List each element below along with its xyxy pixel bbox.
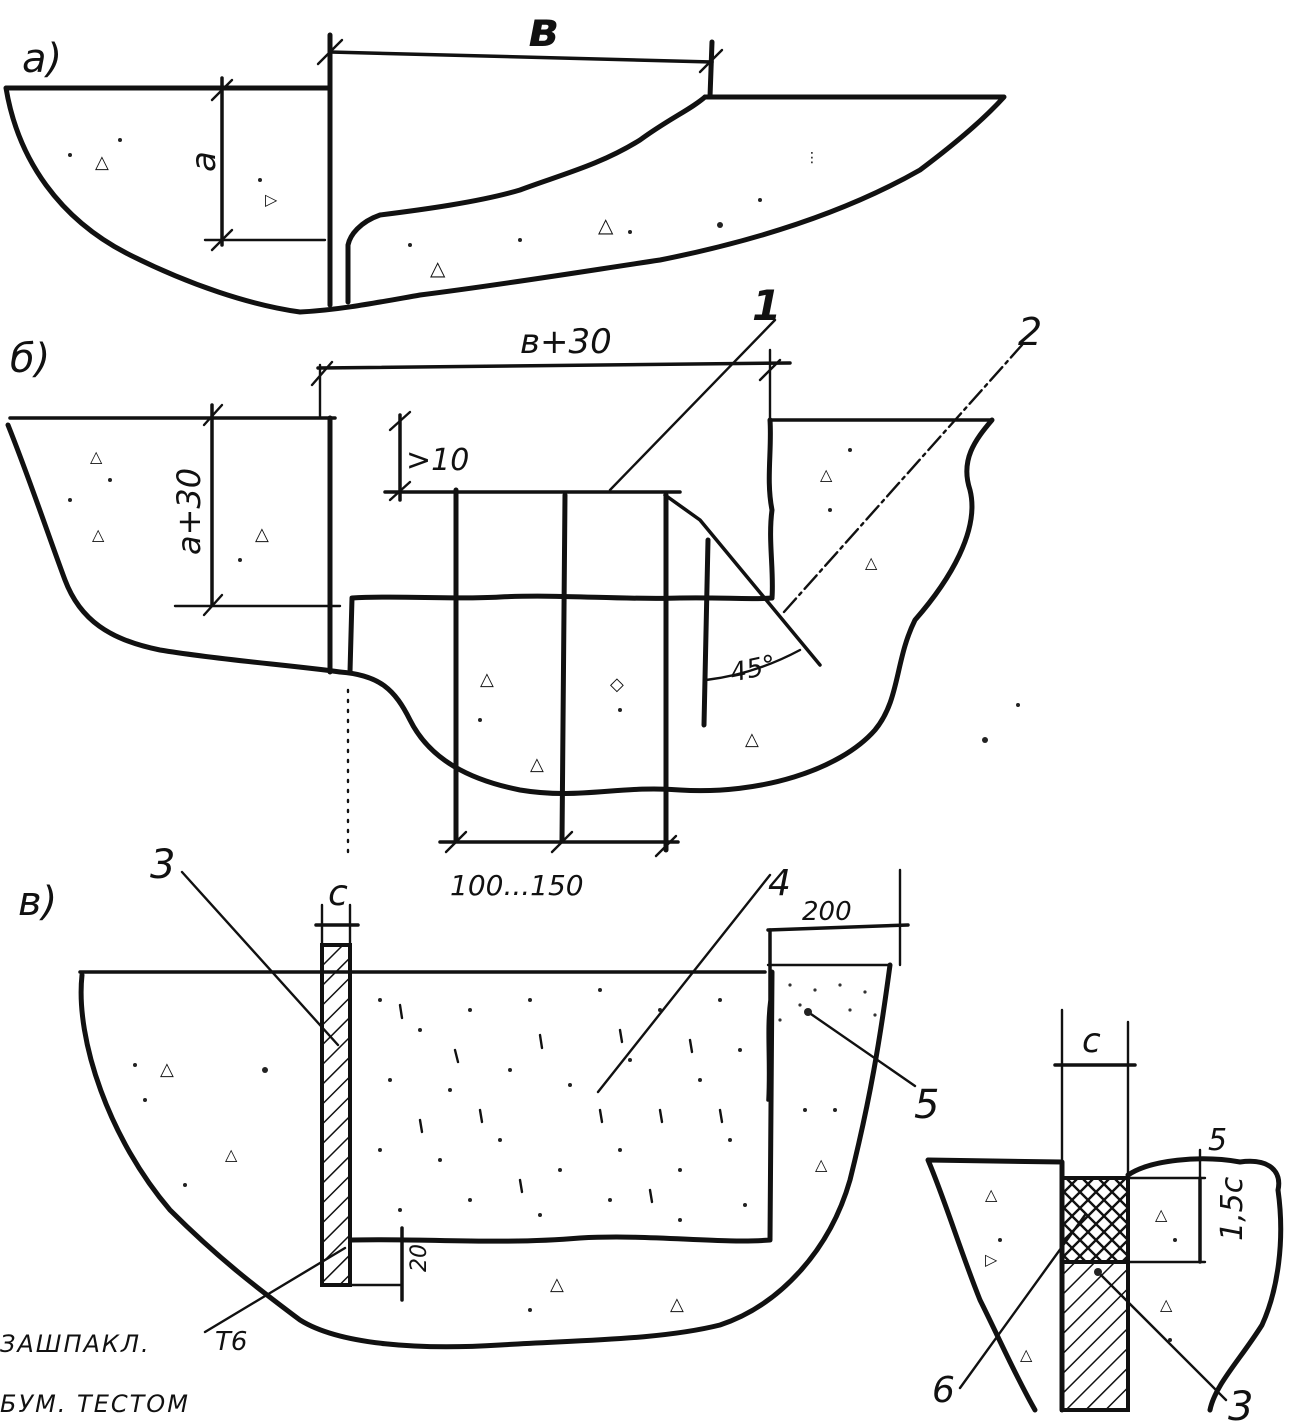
note-code: Т6 [215, 1327, 247, 1357]
dim-b: в [316, 2, 724, 100]
panel-c-aggregate: △ △ △ △ △ [133, 1059, 837, 1315]
dim-200-text: 200 [802, 897, 852, 927]
dim-c-text: c [328, 873, 348, 914]
detail-dim-15c-text: 1,5c [1215, 1176, 1250, 1241]
detail-sealant [1060, 1176, 1130, 1264]
detail-formwork [1060, 1260, 1130, 1412]
callout-4-text: 4 [768, 863, 791, 904]
panel-c: в) [18, 842, 939, 1350]
callout-3b: 3 [1094, 1268, 1253, 1424]
detail-dim-c-text: c [1082, 1021, 1101, 1061]
angle-45: 45° [704, 648, 802, 689]
panel-b-label: б) [10, 336, 50, 382]
panel-a-label: а) [22, 36, 62, 82]
svg-text:△: △ [745, 729, 759, 750]
svg-text:△: △ [160, 1059, 174, 1080]
callout-2-text: 2 [1018, 310, 1042, 354]
panel-c-body [78, 962, 893, 1350]
notes: ЗАШПАКЛ. Т6 БУМ. ТЕСТОМ [0, 1327, 247, 1418]
dim-200: 200 [766, 868, 910, 967]
svg-text:△: △ [430, 256, 446, 280]
svg-text:△: △ [820, 465, 833, 484]
panel-b-aggregate: △ △ △ △ ◇ △ △ △ △ [68, 447, 1020, 775]
note-line2: БУМ. ТЕСТОМ [0, 1390, 190, 1418]
callout-6: 6 [932, 1213, 1087, 1411]
panel-a-cavity [327, 85, 708, 308]
panel-b: б) в+30 [5, 281, 1042, 902]
svg-text:⋮: ⋮ [805, 150, 819, 166]
svg-text:△: △ [530, 754, 544, 775]
note-line1: ЗАШПАКЛ. [0, 1330, 151, 1358]
svg-text:△: △ [90, 447, 103, 466]
dim-a30-text: a+30 [170, 468, 208, 555]
panel-a: а) в a △ ▷ △ △ ⋮ [3, 2, 1007, 315]
dim-a: a [184, 76, 327, 252]
dim-spacing-text: 100...150 [450, 869, 584, 902]
svg-text:△: △ [598, 213, 614, 237]
detail-dim-c: c [1053, 1008, 1137, 1177]
detail-dim-5: 5 [1198, 1123, 1227, 1182]
callout-6-text: 6 [932, 1370, 955, 1411]
dim-b30: в+30 [310, 322, 792, 420]
svg-text:△: △ [480, 669, 494, 690]
callout-3a-text: 3 [150, 842, 175, 888]
rebars [453, 487, 711, 853]
svg-text:△: △ [92, 525, 105, 544]
callout-1: 1 [608, 281, 781, 492]
dim-20-text: 20 [407, 1244, 432, 1272]
svg-text:▷: ▷ [985, 1250, 998, 1269]
dim-20: 20 [348, 1226, 432, 1302]
callout-3a: 3 [150, 842, 340, 1047]
svg-text:△: △ [1155, 1205, 1168, 1224]
callout-4: 4 [596, 863, 791, 1094]
callout-2: 2 [782, 310, 1042, 614]
svg-text:△: △ [95, 152, 109, 173]
detail: c 5 1,5c 6 3 △ ▷ △ △ △ [925, 1008, 1284, 1424]
dim-b30-text: в+30 [520, 322, 612, 362]
detail-dim-5-text: 5 [1208, 1123, 1227, 1158]
dim-b-text: в [528, 2, 558, 58]
panel-a-body-outline [3, 85, 1007, 315]
dim-spacing: 100...150 [438, 830, 680, 902]
panel-a-aggregate: △ ▷ △ △ ⋮ [68, 138, 819, 280]
formwork-board [320, 943, 352, 1287]
callout-5: 5 [804, 1008, 939, 1128]
detail-aggregate: △ ▷ △ △ △ [985, 1185, 1177, 1364]
svg-text:△: △ [985, 1185, 998, 1204]
panel-c-label: в) [18, 879, 57, 925]
panel-b-left-body [5, 422, 343, 675]
new-concrete [349, 969, 775, 1244]
callout-5-text: 5 [914, 1082, 939, 1128]
svg-text:▷: ▷ [265, 190, 278, 209]
dim-a30: a+30 [170, 403, 342, 617]
panel-b-right-body [337, 417, 995, 796]
detail-dim-15c: 1,5c [1198, 1176, 1250, 1264]
callout-1-text: 1 [752, 281, 781, 330]
svg-text:△: △ [865, 553, 878, 572]
svg-text:△: △ [255, 524, 269, 545]
edge-strip [766, 928, 877, 1102]
dim-a-text: a [184, 151, 224, 172]
svg-text:◇: ◇ [610, 674, 624, 695]
svg-text:△: △ [1020, 1345, 1033, 1364]
svg-text:△: △ [550, 1274, 564, 1295]
dim-gt10: >10 [388, 410, 469, 502]
dim-c: c [314, 873, 360, 947]
angle-45-text: 45° [728, 650, 779, 689]
callout-3b-text: 3 [1228, 1384, 1253, 1424]
svg-text:△: △ [225, 1145, 238, 1164]
svg-text:△: △ [1160, 1295, 1173, 1314]
svg-text:△: △ [815, 1155, 828, 1174]
svg-text:△: △ [670, 1294, 684, 1315]
dim-gt10-text: >10 [406, 443, 469, 478]
